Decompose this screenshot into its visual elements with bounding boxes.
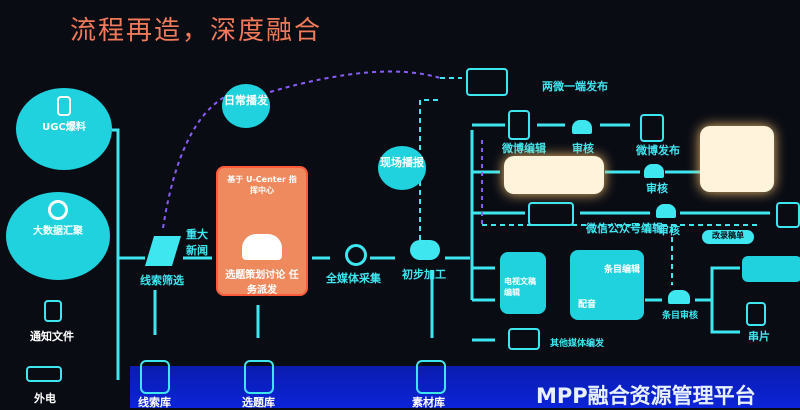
material-library-label: 素材库 [412,396,445,409]
highlight-box [700,126,774,192]
chat-icon [345,244,367,266]
reviewer-icon [572,120,592,134]
speaker-icon [776,202,800,228]
cloud-icon [410,240,440,260]
ugc-source: UGC爆料 [16,88,112,170]
onsite-badge: 现场播报 [378,146,426,190]
bigdata-source: 大数据汇聚 [6,192,110,280]
weibo-edit-icon [508,110,530,140]
ucenter-text: 基于 U-Center 指挥中心 [227,175,297,195]
notice-label: 通知文件 [30,330,74,343]
wire-label: 外电 [34,392,56,405]
twoone-label: 两微一端发布 [542,80,608,93]
clipboard-icon [746,302,766,326]
ucenter-card: 基于 U-Center 指挥中心 选题策划讨论 任务派发 [216,166,308,296]
reviewer-icon [644,164,664,178]
other-media-label: 其他媒体编发 [550,339,605,349]
ugc-label: UGC爆料 [42,122,86,133]
major-news-label: 重大新闻 [186,228,208,257]
review-label: 审核 [646,182,668,195]
phone-icon [57,96,71,116]
clue-library-label: 线索库 [138,396,171,409]
platform-title: MPP融合资源管理平台 [536,384,756,408]
highlight-box [504,156,604,194]
weibo-publish-icon [640,114,664,142]
collect-label: 全媒体采集 [326,272,381,285]
bigdata-label: 大数据汇聚 [33,226,83,237]
daily-badge: 日常播发 [222,84,270,128]
weibo-edit-label: 微博编辑 [502,142,546,155]
group-icon [242,234,282,260]
database-icon [416,360,446,394]
slide-title: 流程再造，深度融合 [70,16,323,46]
wechat-icon [528,202,574,226]
review-label: 审核 [572,142,594,155]
database-icon [140,360,170,394]
globe-icon [48,200,68,220]
battery-icon [26,366,62,382]
reviewer-icon [656,204,676,218]
weibo-publish-label: 微博发布 [636,144,680,157]
document-icon [44,300,62,322]
desktop-icon [508,328,540,350]
screen-label: 线索筛选 [140,274,184,287]
monitor-icon [466,68,508,96]
tag-badge: 改录稿单 [702,230,754,244]
video-publish-card [742,256,800,282]
tv-edit-card: 电视文稿编辑 [500,252,546,314]
process-label: 初步加工 [402,268,446,281]
database-icon [244,360,274,394]
task-label: 选题策划讨论 任务派发 [225,270,299,296]
tv-edit-label: 电视文稿编辑 [504,277,536,297]
review-label: 审核 [658,224,680,237]
platform-bar [130,366,800,408]
topic-library-label: 选题库 [242,396,275,409]
item-review-label: 条目审核 [662,311,699,321]
wechat-edit-label: 微信公众号编辑 [586,222,663,235]
reviewer-icon [668,290,690,304]
dub-label: 配音 [578,300,597,310]
item-edit-label: 条目编辑 [604,265,641,275]
item-edit-card: 条目编辑 配音 [570,250,644,320]
splice-label: 串片 [748,330,770,343]
